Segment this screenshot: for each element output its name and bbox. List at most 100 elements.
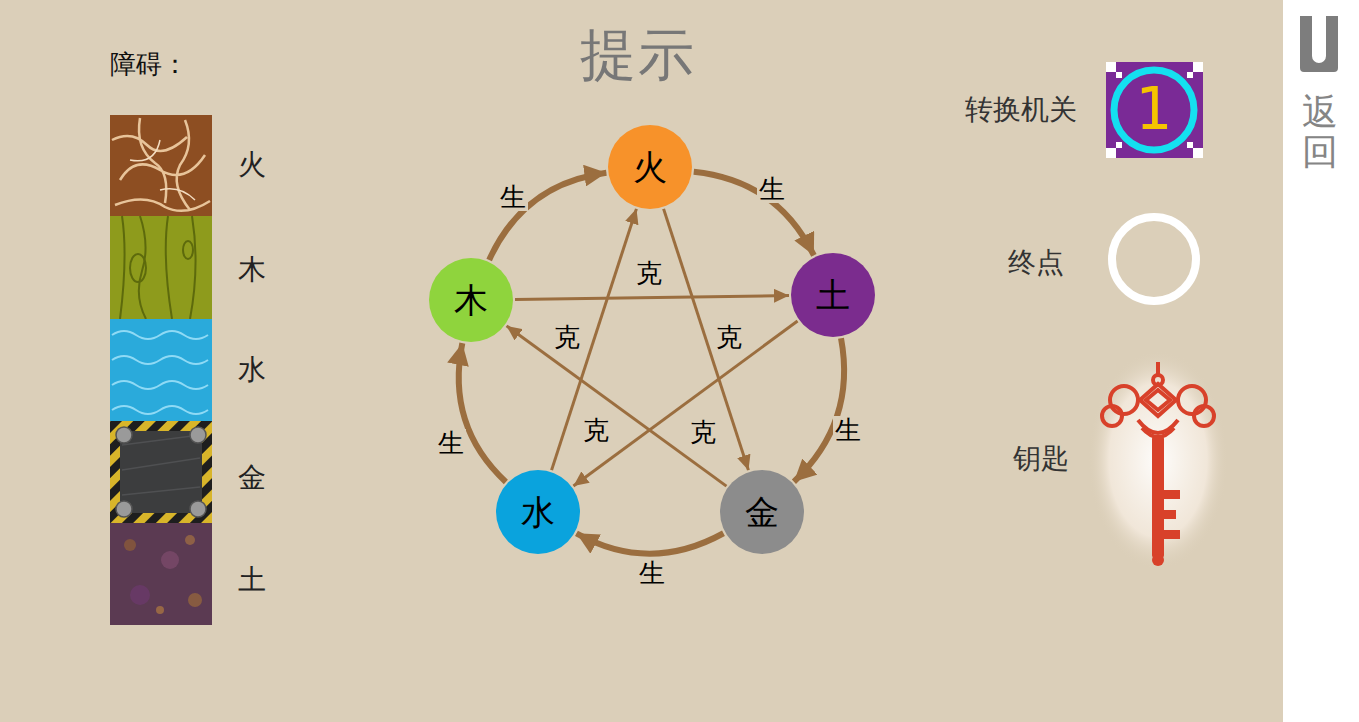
- label: 转换机关: [965, 95, 1077, 126]
- metal-swatch-part: [116, 427, 132, 443]
- key-icon-part-part: [1178, 386, 1206, 414]
- restrain-arrow: [507, 326, 727, 486]
- switch-icon-part: [1193, 62, 1203, 72]
- circle-fill: [496, 470, 580, 554]
- circle-fill: [608, 125, 692, 209]
- edge-label: 克: [634, 259, 664, 288]
- key-icon-part: [1152, 554, 1164, 566]
- switch-icon-part: [1193, 148, 1203, 158]
- generate-arrow: [489, 173, 606, 260]
- circle-fill: [429, 258, 513, 342]
- key-icon-part: [1088, 350, 1228, 570]
- earth-swatch-part: [124, 539, 136, 551]
- edge-label: 克: [581, 416, 611, 445]
- label: 障碍：: [110, 50, 188, 79]
- element-name: 金: [745, 495, 779, 529]
- generate-arrow: [459, 343, 506, 482]
- metal-swatch-part: [120, 431, 202, 513]
- switch-icon: [1106, 62, 1203, 158]
- restrain-arrow: [573, 321, 797, 486]
- metal-swatch-part: [122, 435, 200, 495]
- earth-swatch-part: [130, 585, 150, 605]
- water-swatch: [110, 319, 212, 421]
- wood-swatch-part: [183, 241, 193, 259]
- key-icon-part: [1102, 362, 1214, 437]
- key-icon-part-part: [1102, 406, 1122, 426]
- side-bar: [1283, 0, 1359, 722]
- restrain-arrow: [515, 296, 789, 300]
- edge-label: 生: [498, 183, 528, 212]
- edge-label: 生: [757, 175, 787, 204]
- wood-swatch-part: [130, 254, 146, 282]
- water-swatch-part: [112, 331, 208, 414]
- key-icon-part: [1152, 436, 1164, 558]
- label: 钥匙: [1013, 444, 1069, 475]
- key-icon-part: [1164, 510, 1176, 519]
- element-circle: 土: [791, 253, 875, 337]
- earth-swatch-part: [161, 551, 179, 569]
- legend-text: 火: [238, 150, 266, 181]
- metal-swatch-part: [116, 501, 132, 517]
- element-name: 木: [454, 283, 488, 317]
- fire-swatch-part: [130, 140, 195, 200]
- key-icon-part-part: [1140, 384, 1176, 416]
- earth-swatch-part: [156, 606, 164, 614]
- restrain-arrow: [552, 209, 637, 470]
- earth-swatch-part: [110, 523, 212, 625]
- edge-label: 生: [436, 429, 466, 458]
- element-circle: 火: [608, 125, 692, 209]
- element-name: 火: [633, 150, 667, 184]
- legend-text: 土: [238, 565, 266, 596]
- water-swatch-part: [110, 319, 212, 421]
- earth-swatch-part: [185, 535, 195, 545]
- generate-arrow: [694, 172, 814, 256]
- switch-icon-part: [1114, 70, 1194, 150]
- back-label: 返回: [1302, 92, 1338, 171]
- element-circle: 水: [496, 470, 580, 554]
- metal-swatch-part: [110, 421, 212, 523]
- metal-swatch-part: [190, 427, 206, 443]
- switch-icon-part: [1116, 142, 1122, 148]
- switch-icon-part: [1106, 62, 1116, 72]
- element-circle: 金: [720, 470, 804, 554]
- switch-icon-part: [1116, 72, 1122, 78]
- edge-label: 生: [833, 416, 863, 445]
- wood-swatch-part: [110, 216, 212, 319]
- key-icon-part: [1164, 530, 1180, 539]
- fire-swatch-part: [112, 118, 210, 211]
- element-name: 土: [816, 278, 850, 312]
- circle-fill: [791, 253, 875, 337]
- legend-text: 水: [238, 355, 266, 386]
- key-icon-part-part: [1146, 390, 1170, 410]
- metal-swatch-part: [190, 501, 206, 517]
- wood-swatch: [110, 216, 212, 319]
- earth-swatch-part: [188, 593, 202, 607]
- metal-swatch: [110, 421, 212, 523]
- switch-icon-part: [1187, 142, 1193, 148]
- fire-swatch-part: [110, 115, 212, 216]
- fire-swatch: [110, 115, 212, 216]
- element-name: 水: [521, 495, 555, 529]
- key-icon-part-part: [1142, 428, 1174, 437]
- switch-icon-part: [1106, 62, 1203, 158]
- restrain-arrow: [664, 209, 749, 470]
- legend-text: 金: [238, 463, 266, 494]
- title: 提示: [580, 24, 696, 86]
- edge-label: 克: [714, 323, 744, 352]
- back-icon: [1300, 16, 1338, 72]
- edge-label: 生: [637, 559, 667, 588]
- wood-swatch-part: [120, 216, 196, 319]
- edge-label: 克: [688, 418, 718, 447]
- switch-icon-part: [1106, 148, 1116, 158]
- generate-arrow: [576, 533, 723, 553]
- goal-ring: [1112, 217, 1196, 301]
- generate-arrow: [794, 338, 844, 481]
- label: 终点: [1008, 248, 1064, 279]
- earth-swatch: [110, 523, 212, 625]
- circle-fill: [720, 470, 804, 554]
- legend-text: 木: [238, 255, 266, 286]
- key-icon-part-part: [1194, 406, 1214, 426]
- key-icon-part-part: [1110, 386, 1138, 414]
- key-icon: [1088, 350, 1228, 570]
